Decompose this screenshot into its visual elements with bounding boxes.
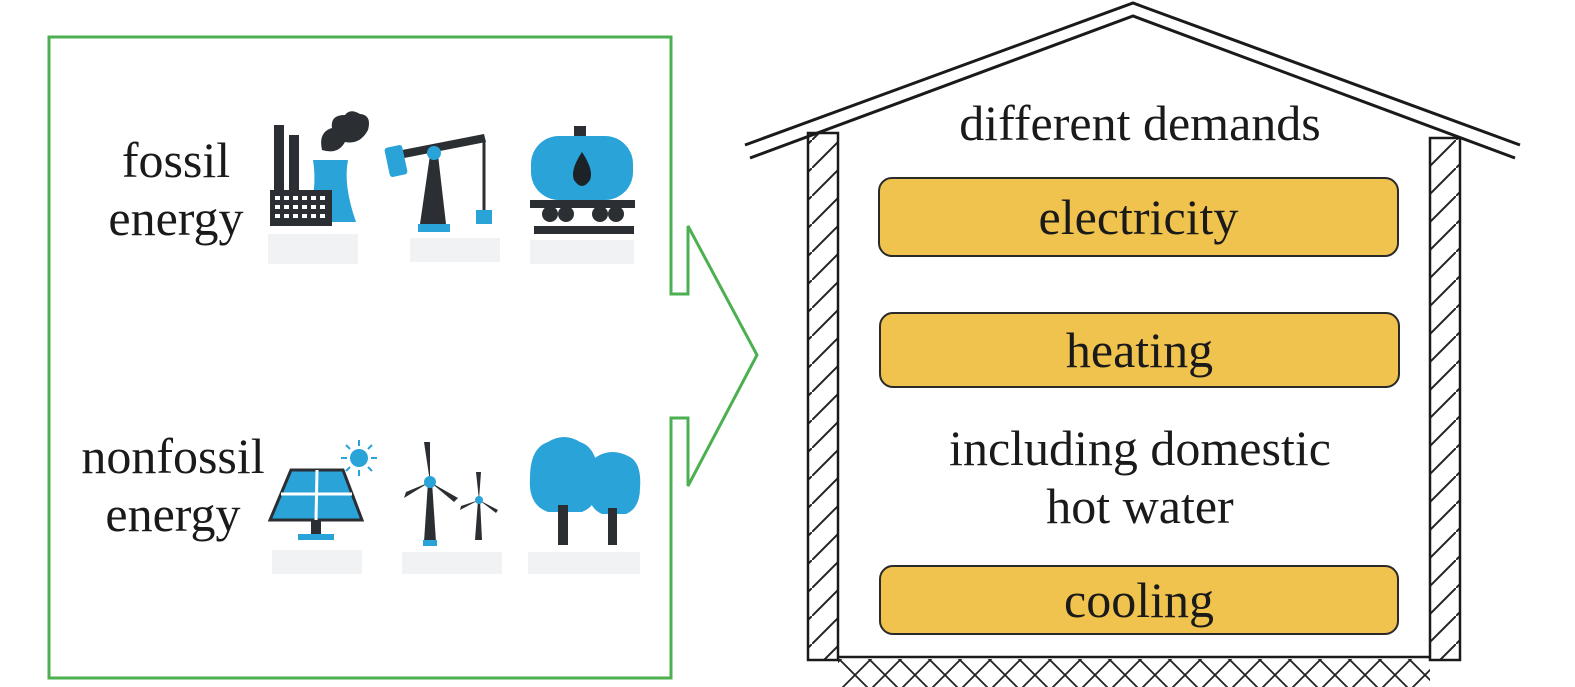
fossil-label-line2: energy (108, 189, 244, 246)
domestic-hot-water-note: including domestic hot water (880, 420, 1400, 535)
demand-heating-label: heating (1065, 322, 1214, 378)
demand-electricity: electricity (878, 177, 1399, 257)
right-wall (1428, 136, 1462, 662)
nonfossil-energy-label: nonfossil energy (66, 428, 280, 543)
demand-cooling-label: cooling (1064, 572, 1214, 628)
note-line2: hot water (1046, 477, 1234, 534)
note-line1: including domestic (949, 420, 1331, 476)
house-title: different demands (959, 95, 1321, 151)
factory-icon (268, 111, 369, 264)
house (744, 1, 1521, 687)
wind-turbine-icon (402, 442, 502, 574)
left-wall (806, 131, 840, 662)
demand-heating: heating (879, 312, 1400, 388)
nonfossil-label-line2: energy (105, 485, 241, 542)
trees-icon (528, 437, 641, 574)
ground-hatch (838, 659, 1430, 687)
nonfossil-label-line1: nonfossil (81, 428, 265, 484)
oil-tanker-wagon-icon (530, 126, 635, 264)
demand-cooling: cooling (879, 565, 1399, 635)
solar-panel-icon (267, 440, 377, 574)
fossil-label-line1: fossil (121, 132, 231, 188)
fossil-energy-label: fossil energy (96, 132, 256, 247)
energy-sources-frame (47, 35, 759, 680)
demand-electricity-label: electricity (1038, 189, 1239, 245)
house-roof (744, 1, 1521, 160)
oil-pumpjack-icon (384, 134, 500, 262)
